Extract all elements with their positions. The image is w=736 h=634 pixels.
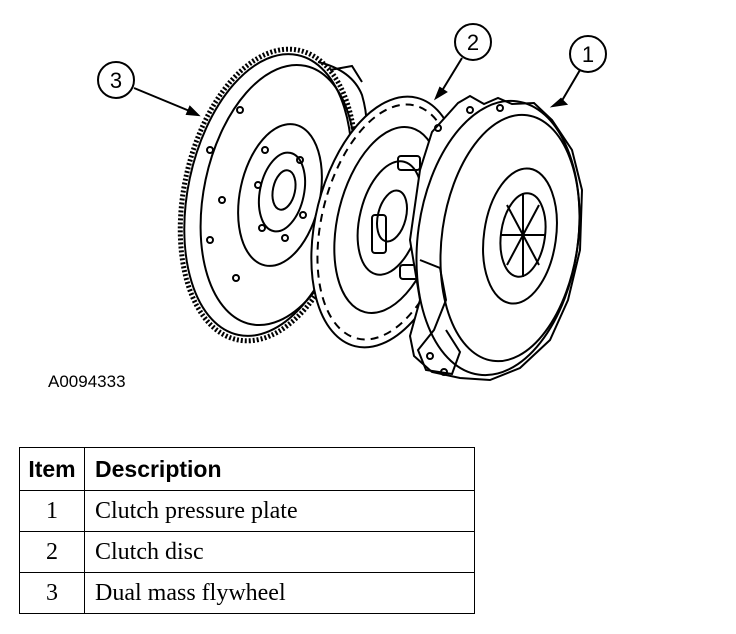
pressure-plate-drawing (408, 94, 584, 382)
item-number: 2 (19, 531, 85, 573)
item-description: Clutch pressure plate (84, 490, 475, 532)
clutch-assembly-illustration: 1 2 3 (97, 23, 607, 382)
figure-id: A0094333 (48, 372, 126, 391)
item-column-header: Item (19, 447, 85, 491)
item-description: Clutch disc (84, 531, 475, 573)
table-row: 1 Clutch pressure plate (19, 490, 475, 532)
table-row: 2 Clutch disc (19, 531, 475, 573)
flywheel-drawing (177, 46, 368, 344)
legend-table: Item Description 1 Clutch pressure plate… (19, 447, 475, 614)
description-column-header: Description (84, 447, 475, 491)
callout-2 (433, 23, 492, 101)
callout-1-label: 1 (582, 42, 594, 67)
item-description: Dual mass flywheel (84, 572, 475, 614)
callout-1 (549, 35, 607, 108)
callout-3-label: 3 (110, 68, 122, 93)
legend-header-row: Item Description (19, 447, 475, 491)
item-number: 3 (19, 572, 85, 614)
callout-3 (97, 61, 201, 117)
table-row: 3 Dual mass flywheel (19, 572, 475, 614)
callout-2-label: 2 (467, 30, 479, 55)
item-number: 1 (19, 490, 85, 532)
